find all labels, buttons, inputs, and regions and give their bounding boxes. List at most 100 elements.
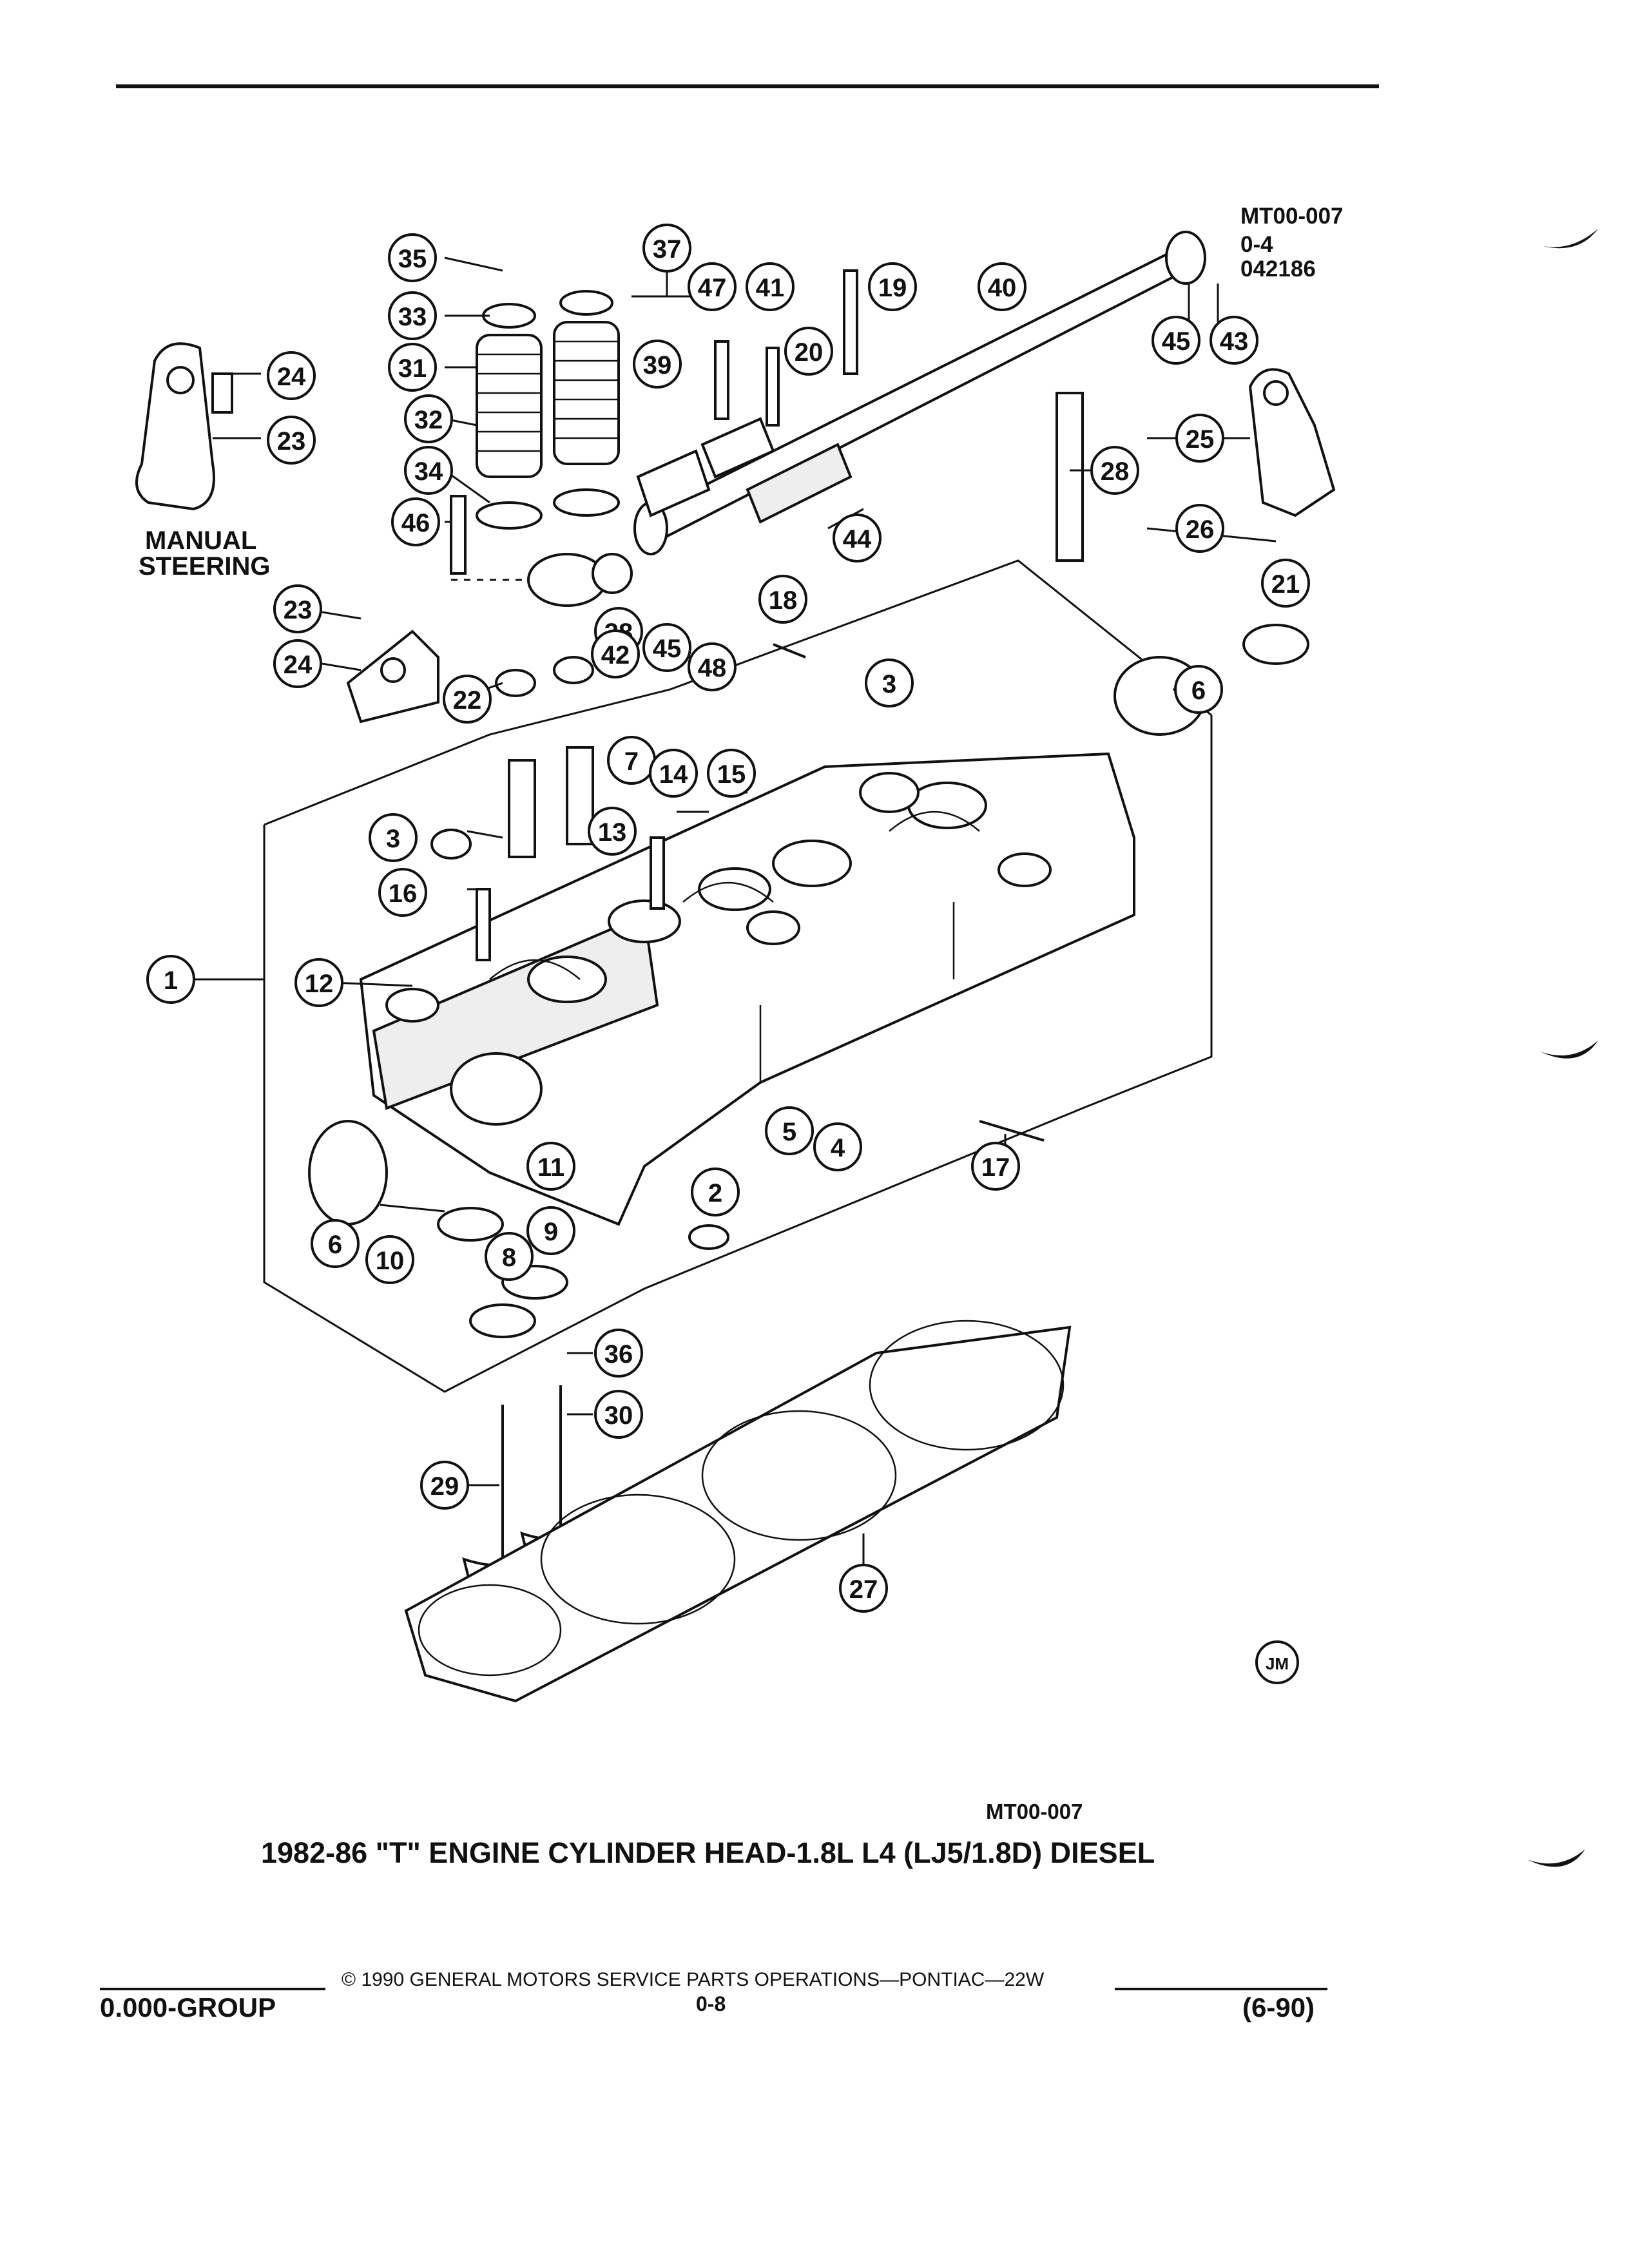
callout-circle (813, 1122, 862, 1171)
callout-circle (404, 446, 453, 495)
callout-label: 32 (414, 406, 443, 434)
callout-circle (420, 1461, 469, 1510)
callout-label: 6 (328, 1231, 342, 1259)
bracket-right (1248, 368, 1336, 517)
footer-rule-left (100, 1988, 325, 1990)
callout-5: 5 (765, 1106, 814, 1155)
callout-label: 15 (717, 760, 746, 789)
callout-circle (746, 262, 795, 311)
callout-circle (1174, 665, 1223, 714)
callout-circle (594, 1329, 643, 1378)
callout-23: 23 (267, 416, 316, 465)
callout-circle (1210, 316, 1258, 365)
callout-24: 24 (267, 351, 316, 400)
callout-circle (1175, 414, 1224, 463)
callout-label: 28 (1101, 457, 1130, 486)
callout-circle (865, 658, 914, 707)
callout-9: 9 (526, 1206, 575, 1255)
callout-circle (378, 868, 427, 917)
callout-label: 13 (598, 818, 627, 847)
callout-label: 8 (502, 1244, 516, 1272)
callout-label: 24 (277, 363, 306, 391)
callout-label: 47 (698, 274, 727, 302)
callout-circle (267, 416, 316, 465)
callout-39: 39 (633, 340, 682, 389)
callout-20: 20 (784, 327, 833, 376)
callout-circle (642, 224, 691, 273)
callout-circle (833, 514, 882, 562)
callout-label: 25 (1186, 425, 1215, 454)
callout-45: 45 (1152, 316, 1200, 365)
callout-label: 12 (305, 970, 334, 998)
callout-13: 13 (588, 807, 637, 856)
callout-circle (294, 958, 343, 1007)
callout-30: 30 (594, 1390, 643, 1439)
callout-circle (839, 1564, 888, 1613)
bracket-upper (135, 342, 233, 511)
callout-32: 32 (404, 394, 453, 443)
callout-40: 40 (978, 262, 1027, 311)
callout-label: 27 (849, 1575, 878, 1604)
callout-26: 26 (1175, 504, 1224, 553)
callout-label: 18 (769, 586, 798, 615)
callout-circle (971, 1142, 1020, 1191)
callout-circle (388, 291, 437, 340)
callout-label: 7 (624, 747, 639, 776)
callout-circle (707, 749, 756, 798)
callout-circle (267, 351, 316, 400)
callout-46: 46 (391, 497, 440, 546)
callout-3: 3 (865, 658, 914, 707)
callout-label: 26 (1186, 515, 1215, 544)
footer-group: 0.000-GROUP (100, 1992, 276, 2023)
rocker-arms (636, 417, 775, 517)
callout-label: 10 (376, 1247, 405, 1275)
callout-circle (978, 262, 1027, 311)
valve-springs (476, 290, 620, 530)
manual-label: MANUAL (145, 526, 257, 555)
callout-circle (311, 1219, 360, 1268)
callout-circle (388, 343, 437, 392)
callout-circle (868, 262, 917, 311)
callout-label: 36 (604, 1340, 633, 1369)
drawing-sub: 0-4 (1240, 232, 1273, 257)
callout-15: 15 (707, 749, 756, 798)
callout-label: 11 (537, 1153, 564, 1182)
callout-1: 1 (146, 955, 195, 1004)
bolts (450, 269, 1084, 1142)
callout-label: 16 (389, 879, 418, 908)
callout-6: 6 (311, 1219, 360, 1268)
callout-19: 19 (868, 262, 917, 311)
callout-circle (1261, 559, 1310, 608)
callout-label: 37 (653, 235, 682, 264)
footer-page: 0-8 (696, 1992, 726, 2015)
bracket-lower (346, 629, 439, 724)
callout-label: 3 (386, 825, 400, 853)
callout-35: 35 (388, 233, 437, 282)
callout-circle (443, 675, 492, 724)
callout-42: 42 (591, 629, 640, 678)
callout-37: 37 (642, 224, 691, 273)
callout-label: 23 (277, 427, 306, 456)
callout-6: 6 (1174, 665, 1223, 714)
callout-label: 6 (1191, 677, 1206, 705)
callout-circle (485, 1232, 534, 1281)
callout-36: 36 (594, 1329, 643, 1378)
callout-12: 12 (294, 958, 343, 1007)
footer-revision: (6-90) (1242, 1992, 1315, 2023)
callout-circle (1090, 446, 1139, 495)
callout-label: 35 (398, 245, 427, 273)
artist-mark: JM (1255, 1640, 1299, 1684)
callout-circle (388, 233, 437, 282)
callout-label: 43 (1220, 327, 1249, 356)
callout-circle (784, 327, 833, 376)
callout-10: 10 (365, 1235, 414, 1284)
footer-rule-right (1115, 1988, 1327, 1990)
callout-label: 33 (398, 303, 427, 331)
callout-circle (758, 575, 807, 624)
drawing-code: MT00-007 (1240, 204, 1344, 229)
artist-mark-text: JM (1266, 1654, 1289, 1673)
callout-label: 22 (453, 686, 482, 715)
